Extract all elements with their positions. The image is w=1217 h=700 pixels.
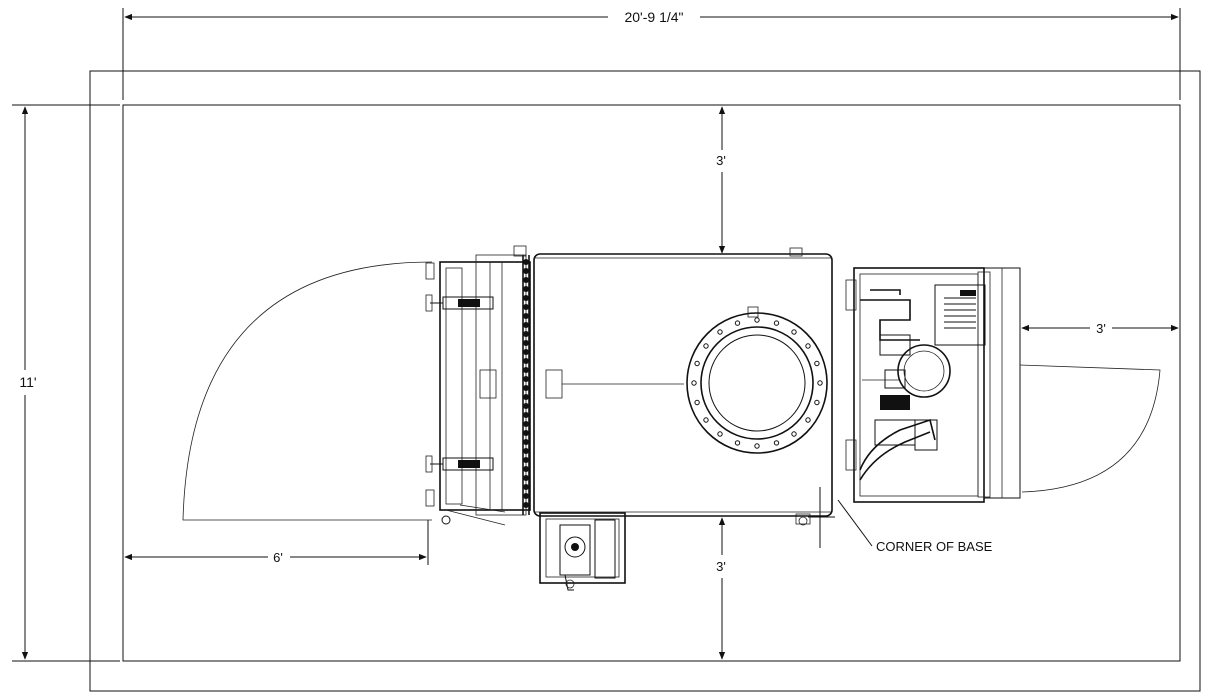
corner-of-base-label: CORNER OF BASE — [876, 539, 993, 554]
flange-bolt — [523, 367, 529, 373]
manway-bolt — [754, 443, 760, 449]
manway-bolt — [791, 431, 797, 437]
manway-bolt — [814, 360, 820, 367]
door-swing-label: 6' — [273, 550, 283, 565]
flange-bolt — [523, 295, 529, 301]
flange-bolt — [523, 286, 529, 292]
rear-clearance-dimension: 3' — [1019, 300, 1179, 362]
flange-bolt — [523, 340, 529, 346]
manway-bolt — [691, 380, 697, 386]
manway-bolt — [734, 440, 741, 446]
manway-bolt — [703, 417, 709, 423]
manway-bolt — [717, 431, 723, 437]
manway — [686, 312, 828, 454]
flange-bolt — [523, 277, 529, 283]
boiler-assembly — [425, 245, 1021, 591]
manway-bolt — [717, 329, 723, 335]
flange-bolt — [523, 466, 529, 472]
bottom-clearance-dimension: 3' — [716, 517, 726, 660]
flange-bolt — [523, 493, 529, 499]
flange-bolt — [523, 268, 529, 274]
overall-height-dimension: 11' — [12, 104, 120, 662]
door-hinge-lower — [425, 455, 494, 473]
flange-bolt — [523, 448, 529, 454]
manway-bolt — [694, 360, 700, 367]
flange-bolt — [523, 304, 529, 310]
flange-bolt — [523, 394, 529, 400]
bottom-pump-assembly — [539, 512, 626, 591]
flange-bolt — [523, 358, 529, 364]
manway-bolt — [754, 317, 760, 323]
manway-bolt — [817, 380, 823, 386]
manway-bolt — [814, 399, 820, 406]
flange-bolt — [523, 331, 529, 337]
flange-bolt — [523, 349, 529, 355]
flange-bolt — [523, 259, 529, 265]
flange-bolt — [523, 322, 529, 328]
flange-bolt — [523, 439, 529, 445]
front-flange-ring — [522, 255, 530, 515]
flange-bolt — [523, 412, 529, 418]
inner-clearance-boundary — [122, 104, 1181, 662]
overall-width-label: 20'-9 1/4" — [624, 9, 683, 25]
corner-of-base-callout: CORNER OF BASE — [808, 487, 993, 554]
door-hinge-upper — [425, 294, 494, 312]
manway-bolt — [734, 320, 741, 326]
flange-bolt — [523, 376, 529, 382]
boiler-shell — [513, 245, 833, 526]
door-swing-dimension: 6' — [124, 520, 429, 565]
flange-bolt — [523, 484, 529, 490]
flange-bolt — [523, 313, 529, 319]
rear-burner-swing-arc — [1019, 364, 1161, 493]
top-clearance-label: 3' — [716, 153, 726, 168]
manway-bolt — [694, 399, 700, 406]
overall-height-label: 11' — [19, 374, 36, 390]
manway-bolt — [805, 417, 811, 423]
flange-bolt — [523, 385, 529, 391]
flange-bolt — [523, 403, 529, 409]
flange-bolt — [523, 430, 529, 436]
pressure-gauge — [897, 344, 951, 398]
outer-room-boundary — [89, 70, 1201, 692]
flange-bolt — [523, 475, 529, 481]
manway-bolt — [703, 343, 709, 349]
blower-motor — [934, 284, 986, 346]
flange-bolt — [523, 421, 529, 427]
manway-bolt — [791, 329, 797, 335]
flange-bolt — [523, 502, 529, 508]
rear-clearance-label: 3' — [1096, 321, 1106, 336]
front-door-swing-arc — [182, 261, 433, 521]
manway-bolt — [773, 320, 780, 326]
manway-bolt — [773, 440, 780, 446]
top-clearance-dimension: 3' — [716, 106, 726, 254]
gas-train-piping — [859, 289, 938, 481]
front-door-section — [425, 254, 531, 526]
flange-bolt — [523, 457, 529, 463]
overall-width-dimension: 20'-9 1/4" — [122, 8, 1181, 100]
bottom-clearance-label: 3' — [716, 559, 726, 574]
manway-bolt — [805, 343, 811, 349]
rear-burner-section — [845, 267, 1021, 503]
